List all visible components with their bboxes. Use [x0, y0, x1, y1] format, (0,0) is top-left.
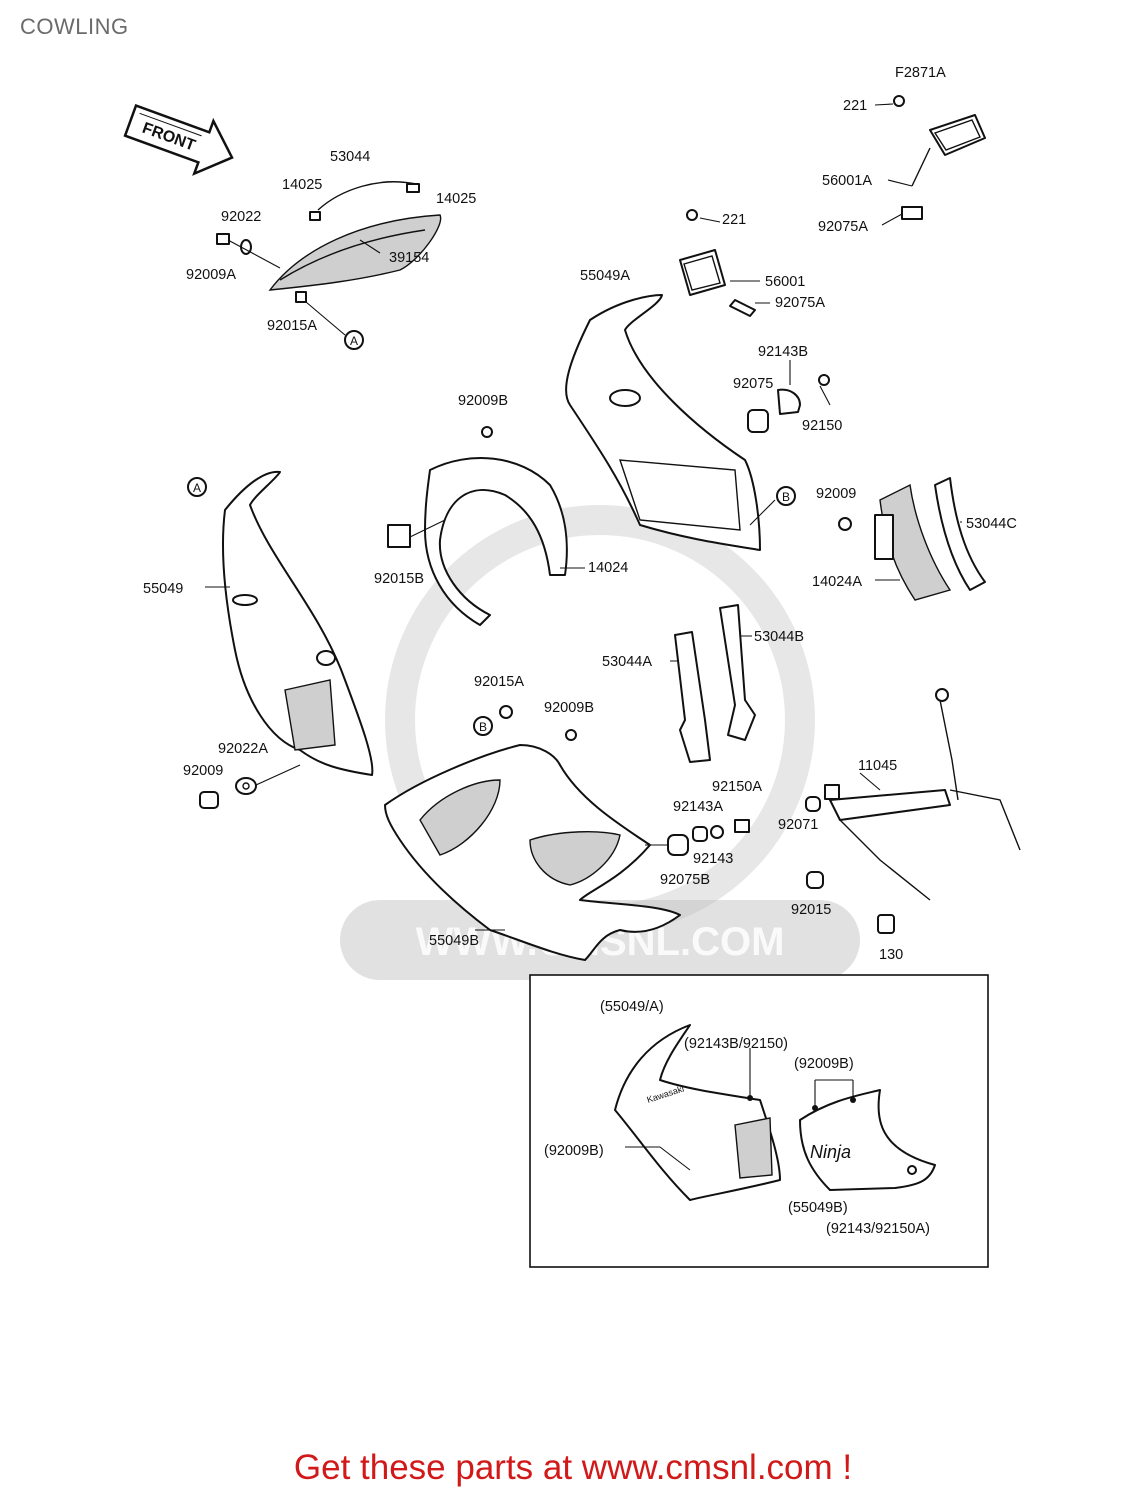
fasteners-92143B [747, 360, 831, 433]
label-92015A-mid: 92015A [474, 674, 524, 690]
label-56001A: 56001A [822, 173, 872, 189]
badge-model: Ninja [810, 1142, 851, 1162]
inset-box: Kawasaki Ninja [529, 974, 989, 1268]
inset-label-92143b-92150: (92143B/92150) [684, 1036, 788, 1052]
diagram-code: F2871A [895, 65, 946, 81]
label-92143: 92143 [693, 851, 733, 867]
label-92075B: 92075B [660, 872, 710, 888]
mirror-left-group [679, 209, 770, 317]
page-title: COWLING [20, 14, 129, 39]
label-92150A: 92150A [712, 779, 762, 795]
label-92009-right: 92009 [816, 486, 856, 502]
label-56001: 56001 [765, 274, 805, 290]
label-221-mid: 221 [722, 212, 746, 228]
label-92009B-top: 92009B [458, 393, 508, 409]
callout-a-screen: A [350, 334, 358, 348]
label-92009-left: 92009 [183, 763, 223, 779]
label-55049: 55049 [143, 581, 183, 597]
footer-promo-link[interactable]: Get these parts at www.cmsnl.com ! [293, 1448, 853, 1487]
label-14024: 14024 [588, 560, 628, 576]
callout-a-cowl: A [193, 481, 201, 495]
label-92075: 92075 [733, 376, 773, 392]
exploded-view-drawing: WWW.CMSNL.COM FRONT F2871A 53044 14025 1… [123, 65, 1021, 1268]
label-92015A-top: 92015A [267, 318, 317, 334]
label-39154: 39154 [389, 250, 429, 266]
inset-label-92143-92150a: (92143/92150A) [826, 1221, 930, 1237]
label-92022: 92022 [221, 209, 261, 225]
label-221-top: 221 [843, 98, 867, 114]
label-130: 130 [879, 947, 903, 963]
label-53044: 53044 [330, 149, 370, 165]
label-11045: 11045 [858, 758, 897, 774]
label-92075A-top: 92075A [818, 219, 868, 235]
label-92150: 92150 [802, 418, 842, 434]
label-92022A: 92022A [218, 741, 268, 757]
front-arrow-icon: FRONT [123, 103, 234, 176]
label-55049A: 55049A [580, 268, 630, 284]
label-92071: 92071 [778, 817, 818, 833]
label-53044C: 53044C [966, 516, 1017, 532]
inset-label-92009b-left: (92009B) [544, 1143, 604, 1159]
inset-label-55049b: (55049B) [788, 1200, 848, 1216]
label-92009B-mid: 92009B [544, 700, 594, 716]
inset-label-92009b-right: (92009B) [794, 1056, 854, 1072]
fasteners-92143 [645, 819, 750, 856]
lower-cowl-55049B [384, 705, 681, 961]
label-92015: 92015 [791, 902, 831, 918]
callout-b-upper: B [782, 490, 790, 504]
inner-panel-14024 [387, 426, 585, 626]
label-92143A: 92143A [673, 799, 723, 815]
bracket-11045 [805, 688, 1021, 934]
label-92143B: 92143B [758, 344, 808, 360]
label-92015B: 92015B [374, 571, 424, 587]
label-14025-left: 14025 [282, 177, 322, 193]
label-92075A-mid: 92075A [775, 295, 825, 311]
label-53044A: 53044A [602, 654, 652, 670]
main-cowl-55049 [205, 470, 374, 776]
label-14025-right: 14025 [436, 191, 476, 207]
inset-label-55049-a: (55049/A) [600, 999, 664, 1015]
windscreen-group [216, 181, 442, 336]
fasteners-92022A [199, 764, 301, 809]
label-53044B: 53044B [754, 629, 804, 645]
upper-cowl-left [565, 294, 776, 551]
mirror-right-group [874, 95, 986, 226]
label-92009A: 92009A [186, 267, 236, 283]
label-55049B: 55049B [429, 933, 479, 949]
label-14024A: 14024A [812, 574, 862, 590]
ducts-53044A-53044B [670, 604, 756, 763]
callout-b-lower: B [479, 720, 487, 734]
ducts-53044C-14024A [838, 477, 986, 601]
